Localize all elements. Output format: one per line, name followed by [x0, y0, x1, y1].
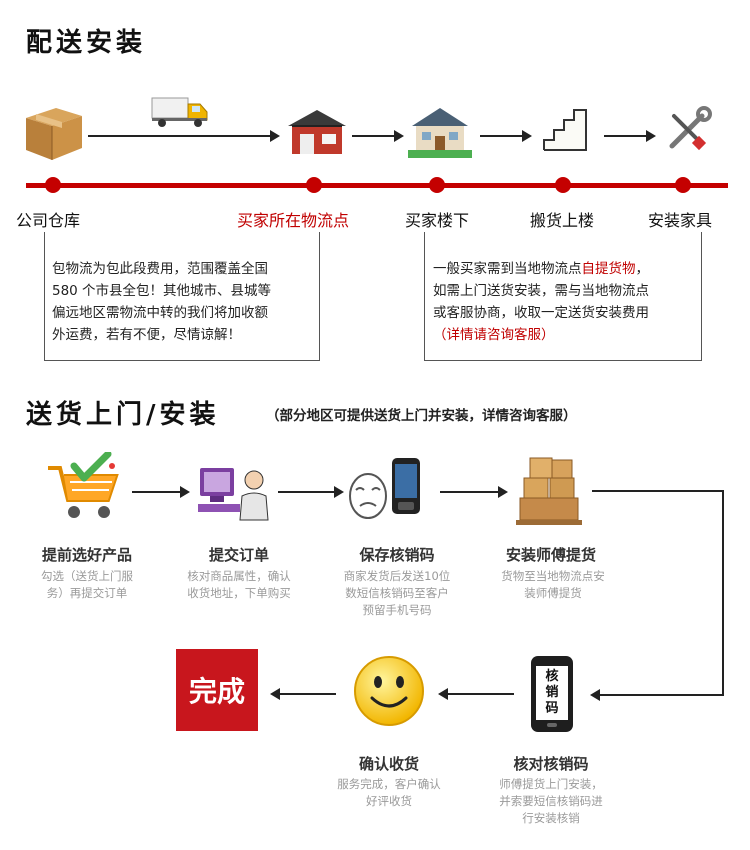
stage-label: 安装家具	[648, 211, 713, 230]
package-stack-icon	[516, 457, 582, 525]
section-title-delivery: 配送安装	[26, 28, 147, 58]
cardboard-box-icon	[26, 108, 82, 160]
timeline-dot	[306, 177, 322, 193]
flow-arrow-3	[480, 130, 532, 142]
smiley-icon	[354, 656, 424, 726]
self-pickup-highlight: 自提货物	[581, 261, 636, 277]
note-box-left: 包物流为包此段费用，范围覆盖全国 580 个市县全包！其他城市、县城等 偏远地区…	[44, 232, 320, 361]
stage-label: 买家所在物流点	[237, 211, 350, 230]
step-title: 确认收货	[358, 755, 419, 773]
note-line: 偏远地区需物流中转的我们将加收额	[52, 305, 268, 321]
stage-label: 搬货上楼	[530, 211, 595, 230]
step-desc: 师傅提货上门安装，并索要短信核销码进行安装核销	[499, 777, 603, 825]
note-line: 包物流为包此段费用，范围覆盖全国	[52, 261, 268, 277]
timeline-dot	[429, 177, 445, 193]
note-line: 外运费，若有不便，尽情谅解！	[52, 327, 241, 343]
flow-arrow-2	[352, 130, 404, 142]
note-line: 或客服协商，收取一定送货安装费用	[433, 305, 649, 321]
shopping-cart-icon	[48, 452, 119, 518]
step-title: 提交订单	[208, 546, 269, 564]
connector-line	[592, 490, 724, 492]
flow-arrow	[440, 486, 508, 498]
flow-arrow-back	[270, 688, 336, 700]
house-icon	[408, 108, 472, 158]
step-title: 核对核销码	[513, 755, 589, 773]
step-desc: 服务完成，客户确认好评收货	[337, 777, 441, 808]
flow-arrow	[132, 486, 190, 498]
section-title-home-delivery: 送货上门/安装	[26, 400, 220, 430]
note-line: 一般买家需到当地物流点自提货物，	[433, 261, 649, 277]
step-desc: 核对商品属性，确认收货地址，下单购买	[187, 569, 291, 600]
warehouse-icon	[288, 110, 346, 154]
step-desc: 货物至当地物流点安装师傅提货	[501, 569, 605, 600]
note-line: 如需上门送货安装，需与当地物流点	[433, 283, 649, 299]
flow-arrow-4	[604, 130, 656, 142]
connector-line	[722, 490, 724, 696]
step-desc: 商家发货后发送10位数短信核销码至客户预留手机号码	[343, 569, 451, 617]
delivery-truck-icon	[151, 97, 208, 127]
timeline-dot	[555, 177, 571, 193]
step-desc: 勾选（送货上门服务）再提交订单	[41, 569, 133, 600]
stage-label: 公司仓库	[16, 211, 81, 230]
step-title: 安装师傅提货	[505, 546, 596, 564]
step-title: 提前选好产品	[41, 546, 132, 564]
stairs-icon	[543, 109, 587, 151]
phone-code-icon: 核 销 码	[531, 656, 573, 732]
stage-label: 买家楼下	[405, 211, 470, 230]
flow-arrow-1	[88, 130, 280, 142]
note-line: （详情请咨询客服）	[433, 327, 555, 343]
computer-user-icon	[198, 468, 269, 521]
timeline-bar	[26, 183, 728, 188]
note-line: 580 个市县全包！其他城市、县城等	[52, 283, 272, 299]
tools-icon	[669, 106, 712, 151]
mobile-phone-icon	[349, 458, 420, 519]
step-title: 保存核销码	[359, 546, 435, 564]
contact-service-highlight: 详情请咨询客服	[446, 327, 542, 343]
done-badge: 完成	[176, 649, 258, 731]
section-subtitle: （部分地区可提供送货上门并安装，详情咨询客服）	[266, 408, 577, 424]
timeline-dot	[675, 177, 691, 193]
flow-arrow-back	[438, 688, 514, 700]
flow-arrow-back	[590, 689, 724, 701]
note-box-right: 一般买家需到当地物流点自提货物， 如需上门送货安装，需与当地物流点 或客服协商，…	[424, 232, 702, 361]
flow-arrow	[278, 486, 344, 498]
timeline-dot	[45, 177, 61, 193]
